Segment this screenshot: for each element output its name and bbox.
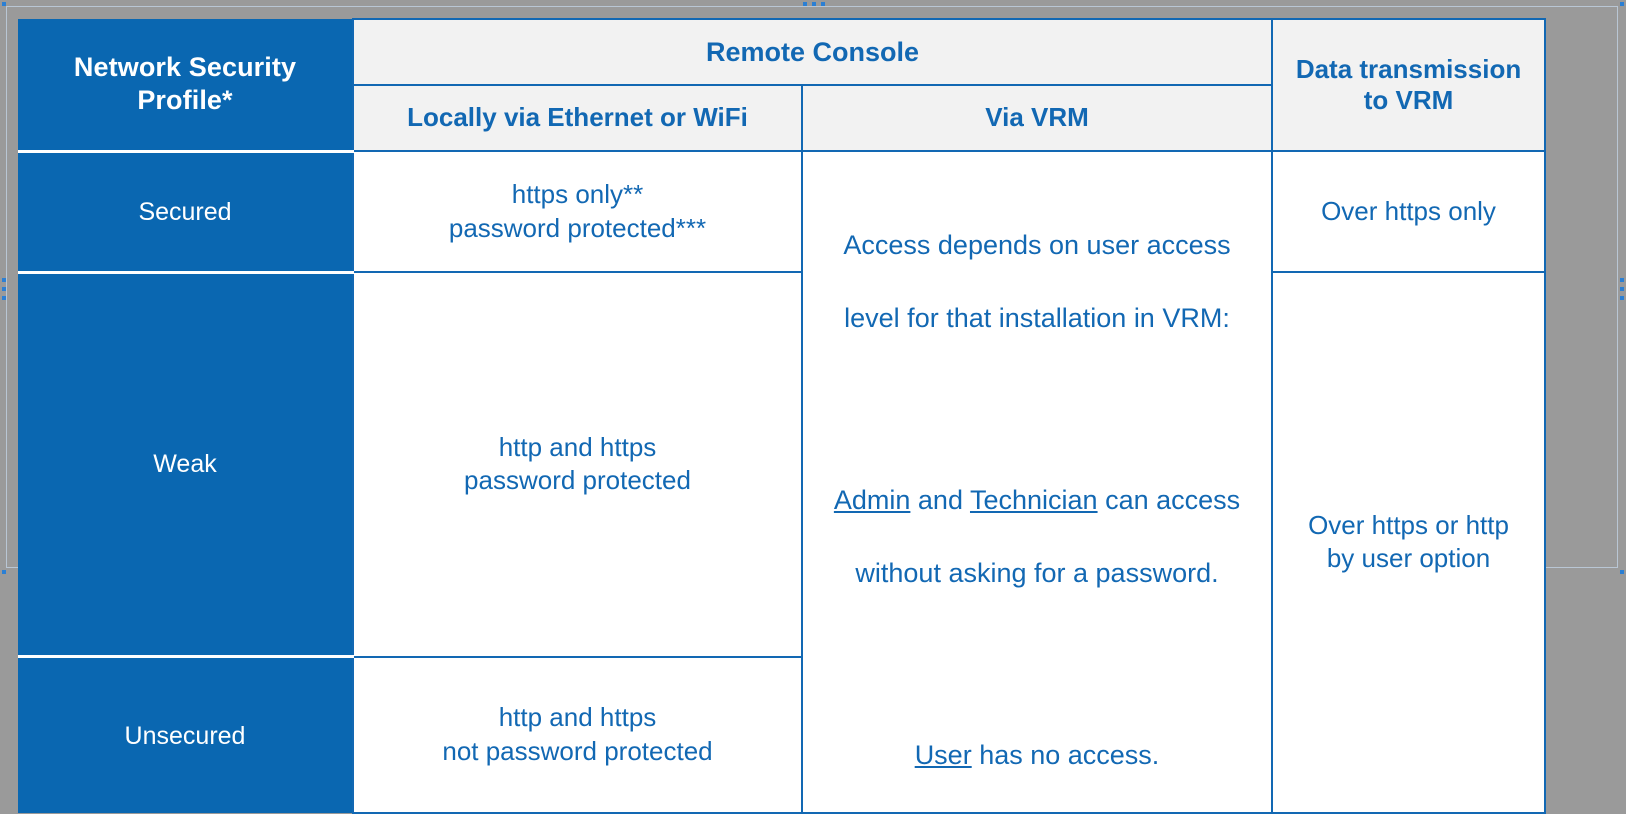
column-header-via-vrm[interactable]: Via VRM	[800, 84, 1274, 152]
cell-data-transmission-merged[interactable]: Over https or http by user option	[1271, 271, 1547, 814]
vrm-paragraph-1: Access depends on user access level for …	[813, 190, 1261, 336]
vrm-spacer-1	[813, 373, 1261, 409]
selection-handle-right[interactable]	[1620, 278, 1624, 300]
cell-weak-local[interactable]: http and https password protected	[352, 271, 803, 658]
vrm-role-user[interactable]: User	[914, 740, 972, 770]
column-header-data-transmission-to-vrm[interactable]: Data transmission to VRM	[1271, 18, 1547, 152]
cell-secured-local[interactable]: https only** password protected***	[352, 150, 803, 273]
table-header-row-2: Locally via Ethernet or WiFi Via VRM	[18, 84, 1545, 152]
table-row-secured: Secured https only** password protected*…	[18, 150, 1547, 814]
selection-handle-left[interactable]	[2, 278, 6, 300]
vrm-paragraph-2: Admin and Technician can access without …	[813, 446, 1261, 592]
row-label-secured[interactable]: Secured	[18, 151, 353, 274]
vrm-paragraph-3: User has no access.	[813, 701, 1261, 774]
selection-handle-top[interactable]	[803, 2, 825, 6]
row-label-weak[interactable]: Weak	[18, 272, 353, 659]
vrm-spacer-2	[813, 628, 1261, 664]
selection-handle-bottom-left[interactable]	[2, 570, 6, 574]
vrm-line-1: Access depends on user access	[843, 229, 1231, 260]
selection-handle-top-right[interactable]	[1620, 2, 1624, 6]
cell-secured-data-transmission[interactable]: Over https only	[1271, 150, 1547, 273]
table-header-row-1: Network Security Profile* Remote Console…	[18, 18, 1547, 153]
vrm-user-no-access: has no access.	[971, 740, 1160, 770]
selection-handle-bottom-right[interactable]	[1620, 570, 1624, 574]
table-row-weak: Weak http and https password protected O…	[18, 271, 1547, 814]
table: Network Security Profile* Remote Console…	[18, 18, 1547, 814]
vrm-line-2: level for that installation in VRM:	[844, 302, 1230, 333]
cell-via-vrm-access-description[interactable]: Access depends on user access level for …	[800, 150, 1274, 814]
vrm-can-access: can access	[1097, 484, 1241, 515]
column-group-header-remote-console[interactable]: Remote Console	[351, 18, 1274, 86]
vrm-conjunction: and	[910, 484, 970, 515]
row-label-unsecured[interactable]: Unsecured	[18, 656, 353, 813]
cell-unsecured-local[interactable]: http and https not password protected	[352, 655, 803, 814]
selection-handle-top-left[interactable]	[2, 2, 6, 6]
column-header-locally-via-ethernet-or-wifi[interactable]: Locally via Ethernet or WiFi	[352, 84, 803, 152]
vrm-role-technician[interactable]: Technician	[969, 484, 1098, 515]
vrm-role-admin[interactable]: Admin	[833, 484, 911, 515]
column-header-network-security-profile[interactable]: Network Security Profile*	[18, 19, 353, 153]
security-profile-table[interactable]: Network Security Profile* Remote Console…	[18, 18, 1547, 814]
vrm-line-3b: without asking for a password.	[855, 557, 1219, 588]
